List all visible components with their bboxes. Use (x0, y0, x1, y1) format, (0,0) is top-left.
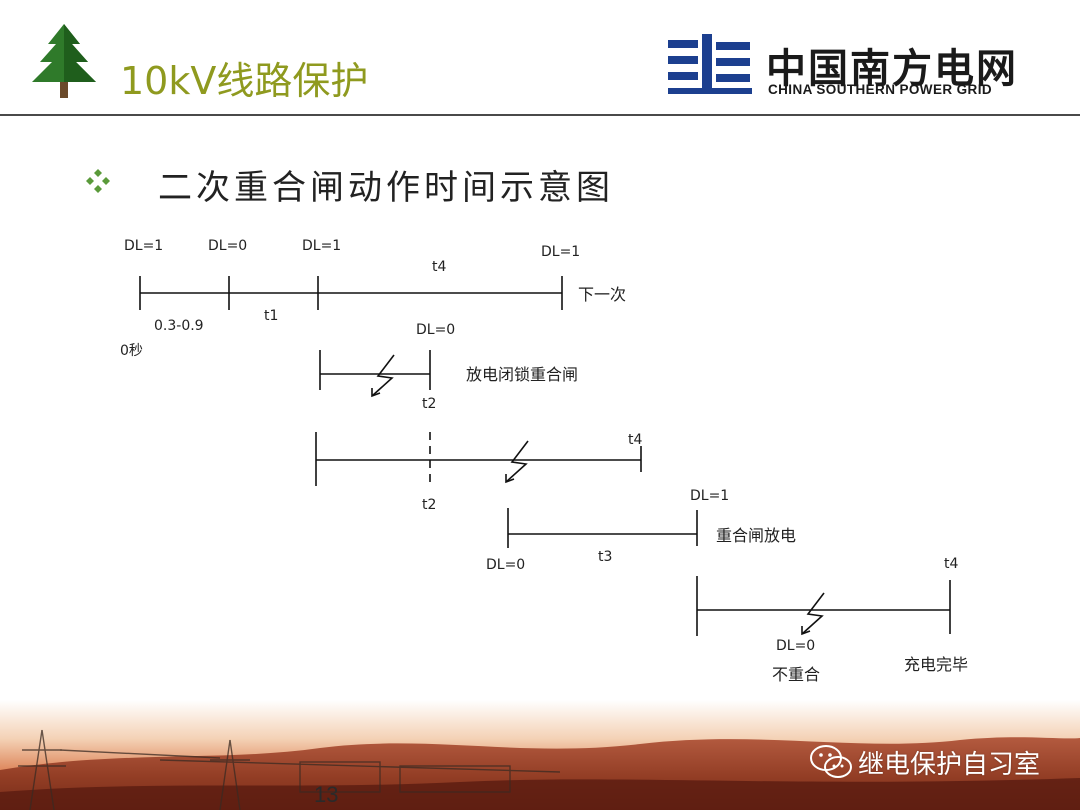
row3-t4-label: t4 (628, 432, 642, 448)
row2-dl-label: DL=0 (416, 322, 455, 338)
row5-t4-label: t4 (944, 556, 958, 572)
footer-banner-image (0, 700, 1080, 810)
pine-tree-icon (32, 24, 96, 98)
slide-subtitle: 二次重合闸动作时间示意图 (158, 168, 614, 208)
row1-dl1-label: DL=1 (124, 238, 163, 254)
row4-caption: 重合闸放电 (716, 526, 796, 545)
page-number: 13 (314, 782, 339, 807)
row1-t4-label: t4 (432, 259, 446, 275)
fault-lightning-icon (371, 354, 395, 398)
row1-dl1b-label: DL=1 (302, 238, 341, 254)
watermark: 继电保护自习室 (808, 742, 1040, 782)
grid-logo-icon (668, 34, 752, 94)
row1-dl0-label: DL=0 (208, 238, 247, 254)
page-title: 10kV线路保护 (120, 59, 369, 103)
row5-dl-label: DL=0 (776, 638, 815, 654)
row5-no-reclose-label: 不重合 (772, 665, 820, 684)
row2-caption: 放电闭锁重合闸 (466, 365, 578, 384)
row1-zero-label: 0秒 (120, 343, 143, 359)
wechat-icon (810, 745, 852, 778)
row2-t2-label: t2 (422, 396, 436, 412)
row1-dl1c-label: DL=1 (541, 244, 580, 260)
reclose-timing-diagram: DL=1 DL=0 DL=1 DL=1 t4 0.3-0.9 t1 0秒 下一次… (120, 238, 968, 684)
fault-lightning-icon (505, 440, 529, 484)
row4-dl1-label: DL=1 (690, 488, 729, 504)
watermark-text: 继电保护自习室 (858, 749, 1041, 780)
logo-chinese-text: 中国南方电网 (766, 46, 1018, 92)
diamond-bullet-icon (86, 169, 110, 193)
header-divider (0, 114, 1080, 116)
fault-lightning-icon (801, 592, 825, 636)
row5-charged-label: 充电完毕 (904, 655, 968, 674)
company-logo: 中国南方电网 CHINA SOUTHERN POWER GRID (668, 34, 1068, 100)
logo-english-text: CHINA SOUTHERN POWER GRID (768, 82, 993, 97)
row1-range-label: 0.3-0.9 (154, 318, 204, 334)
row3-t2-label: t2 (422, 497, 436, 513)
row4-t3-label: t3 (598, 549, 612, 565)
row1-next-label: 下一次 (578, 285, 626, 304)
row4-dl0-label: DL=0 (486, 557, 525, 573)
row1-t1-label: t1 (264, 308, 278, 324)
